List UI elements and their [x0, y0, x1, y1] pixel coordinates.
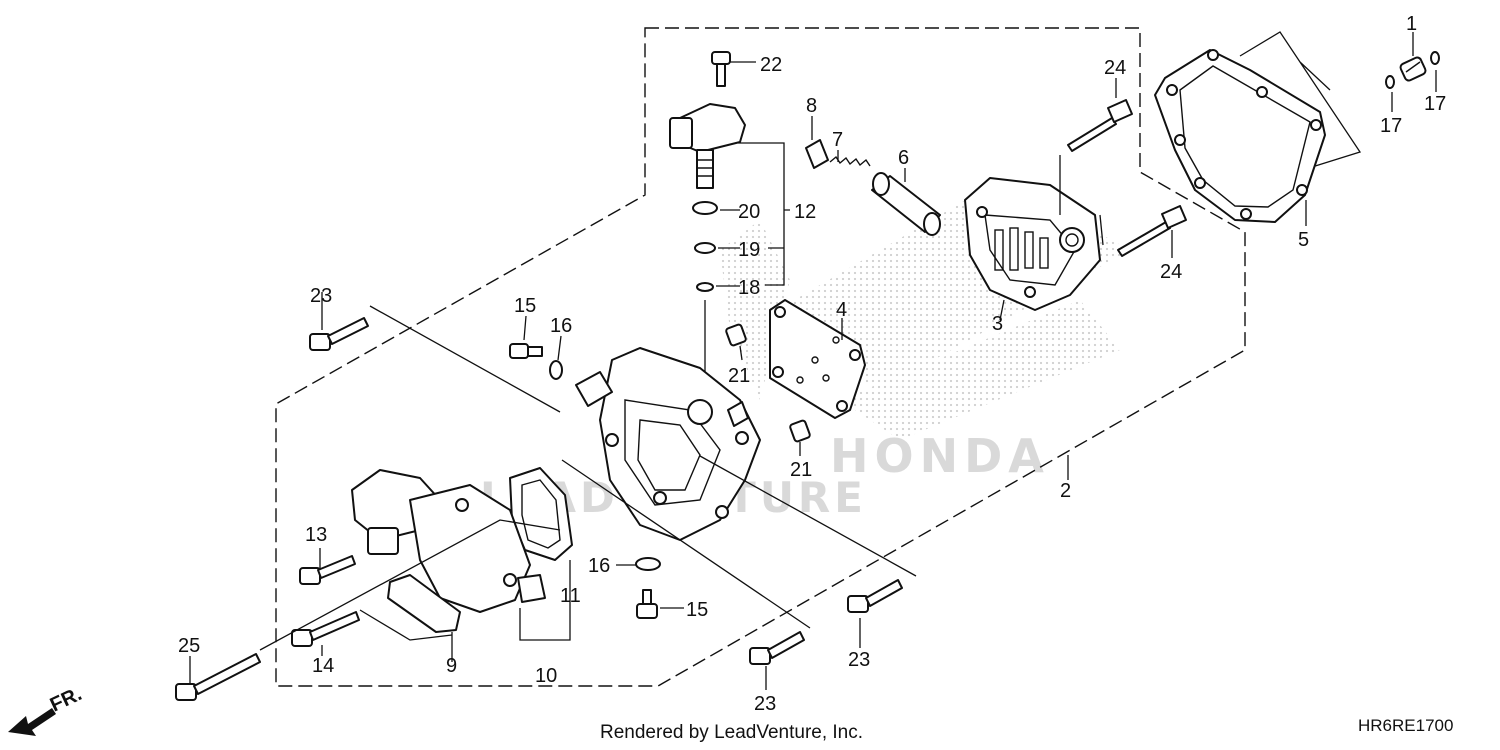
- callout-22: 22: [760, 54, 782, 76]
- solenoid-bracket: [704, 142, 790, 420]
- valve-housing: [575, 347, 761, 541]
- washer-17a: [1430, 51, 1440, 65]
- bolt-24-leaders: [1059, 155, 1104, 246]
- bolt-25: [175, 653, 261, 701]
- callout-16a: 16: [550, 315, 572, 337]
- bolt-24b: [1117, 205, 1187, 257]
- callout-8: 8: [806, 95, 817, 117]
- callout-15b: 15: [686, 599, 708, 621]
- callout-21b: 21: [790, 459, 812, 481]
- washer-16b: [635, 557, 661, 571]
- o-ring-18: [696, 282, 714, 292]
- rendered-by-credit: Rendered by LeadVenture, Inc.: [600, 722, 863, 743]
- bolt-15b: [636, 589, 658, 619]
- plate-9: [387, 574, 461, 633]
- callout-19: 19: [738, 239, 760, 261]
- dowel-21b: [789, 419, 811, 443]
- linear-solenoid-10: [351, 469, 546, 613]
- bolt-paths: [259, 305, 917, 651]
- washer-16a: [549, 360, 563, 380]
- bolt-22: [711, 51, 731, 87]
- bolt-23a: [309, 317, 369, 351]
- callout-10: 10: [535, 665, 557, 687]
- callout-25: 25: [178, 635, 200, 657]
- callout-11: 11: [560, 585, 581, 607]
- assembly-boundary: [275, 27, 1246, 687]
- bolt-14: [291, 611, 360, 647]
- dowel-21a: [725, 323, 747, 347]
- plate-9-bracket: [359, 609, 453, 641]
- front-direction-arrow: [8, 708, 56, 736]
- bolt-23c: [847, 579, 903, 613]
- gasket-5: [1154, 49, 1326, 223]
- callout-5: 5: [1298, 229, 1309, 251]
- callout-15a: 15: [514, 295, 536, 317]
- callout-24b: 24: [1160, 261, 1182, 283]
- callout-21a: 21: [728, 365, 750, 387]
- callout-1: 1: [1406, 13, 1417, 35]
- callout-16b: 16: [588, 555, 610, 577]
- bolt-15a: [509, 343, 543, 359]
- callout-23b: 23: [848, 649, 870, 671]
- plug-1: [1399, 56, 1427, 82]
- callout-leaders: [189, 32, 1437, 690]
- callout-23c: 23: [754, 693, 776, 715]
- bolt-13: [299, 555, 356, 585]
- bolt-24a: [1067, 99, 1133, 152]
- spring-7: [829, 155, 871, 167]
- o-ring-20: [692, 201, 718, 215]
- callout-6: 6: [898, 147, 909, 169]
- callout-17a: 17: [1424, 93, 1446, 115]
- callout-7: 7: [832, 129, 843, 151]
- callout-12: 12: [794, 201, 816, 223]
- spool-valve-6: [871, 172, 941, 236]
- washer-17b: [1385, 75, 1395, 89]
- shift-solenoid-12: [669, 103, 746, 189]
- clip-8: [805, 139, 829, 169]
- callout-20: 20: [738, 201, 760, 223]
- callout-17b: 17: [1380, 115, 1402, 137]
- callout-23a: 23: [310, 285, 332, 307]
- bolt-23b: [749, 631, 805, 665]
- callout-13: 13: [305, 524, 327, 546]
- diagram-code: HR6RE1700: [1358, 716, 1453, 735]
- callout-3: 3: [992, 313, 1003, 335]
- valve-body-3: [964, 177, 1101, 311]
- callout-2: 2: [1060, 480, 1071, 502]
- separator-plate-4: [769, 299, 866, 419]
- callout-14: 14: [312, 655, 334, 677]
- callout-24a: 24: [1104, 57, 1126, 79]
- solenoid-10-bracket: [519, 560, 571, 641]
- o-ring-19: [694, 242, 716, 254]
- callout-9: 9: [446, 655, 457, 677]
- callout-4: 4: [836, 299, 847, 321]
- watermark-brand: HONDA: [830, 429, 1050, 483]
- callout-18: 18: [738, 277, 760, 299]
